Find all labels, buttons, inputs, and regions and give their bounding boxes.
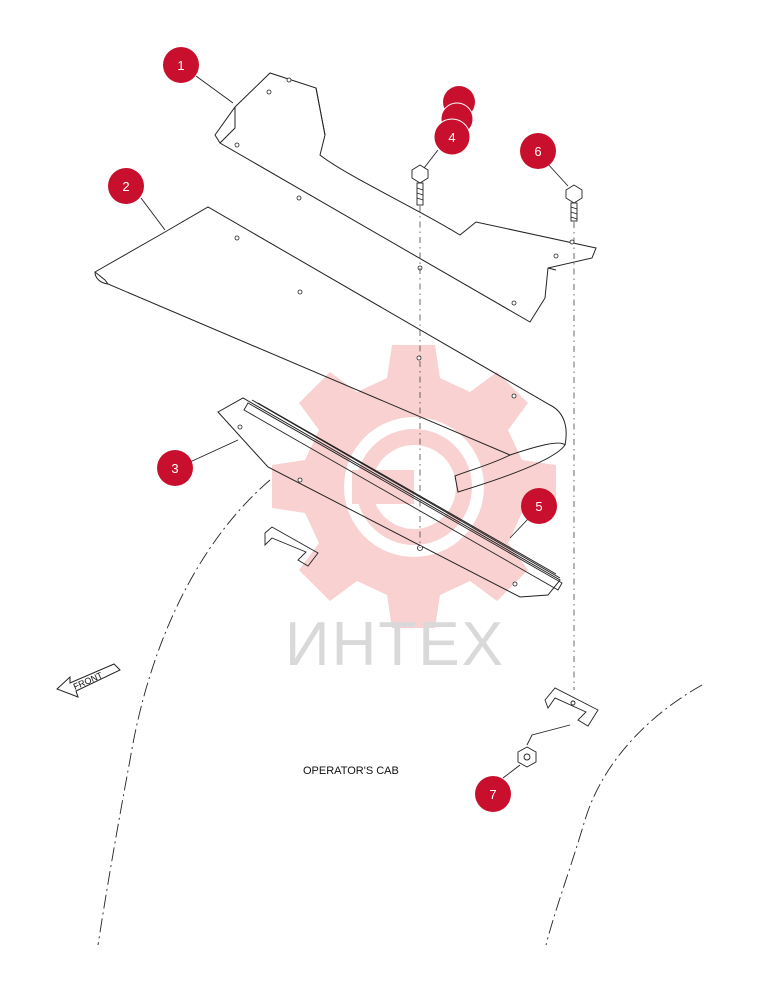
svg-text:3: 3: [171, 461, 178, 476]
callout-stack-4: 4: [433, 86, 475, 156]
watermark-text: ИНТЕХ: [285, 610, 505, 679]
part-3-lower-bracket: [217, 397, 561, 598]
svg-text:2: 2: [122, 179, 129, 194]
cab-outline-left: [97, 479, 271, 946]
part-6-bolt: [565, 184, 583, 222]
svg-text:FRONT: FRONT: [72, 670, 105, 692]
callout-2: 2: [108, 168, 144, 204]
cab-label: OPERATOR'S CAB: [303, 765, 399, 777]
part-4-bolt: [411, 164, 429, 206]
clip-left: [264, 526, 319, 567]
callout-5: 5: [521, 488, 557, 524]
cab-outline-right: [545, 684, 703, 946]
callout-7: 7: [475, 776, 511, 812]
front-arrow-icon: FRONT: [56, 663, 121, 698]
part-7-nut: [517, 724, 571, 768]
svg-text:4: 4: [448, 130, 455, 145]
svg-text:5: 5: [535, 499, 542, 514]
callout-1: 1: [163, 47, 199, 83]
part-2-cover-plate: [94, 206, 567, 493]
part-1-upper-bracket: [214, 72, 597, 323]
svg-text:1: 1: [177, 58, 184, 73]
callout-3: 3: [157, 450, 193, 486]
svg-text:6: 6: [534, 144, 541, 159]
svg-text:7: 7: [489, 787, 496, 802]
part-5-seal-strip: [243, 402, 563, 591]
clip-right: [544, 687, 599, 727]
callout-6: 6: [520, 133, 556, 169]
watermark-gear-icon: [272, 345, 556, 628]
